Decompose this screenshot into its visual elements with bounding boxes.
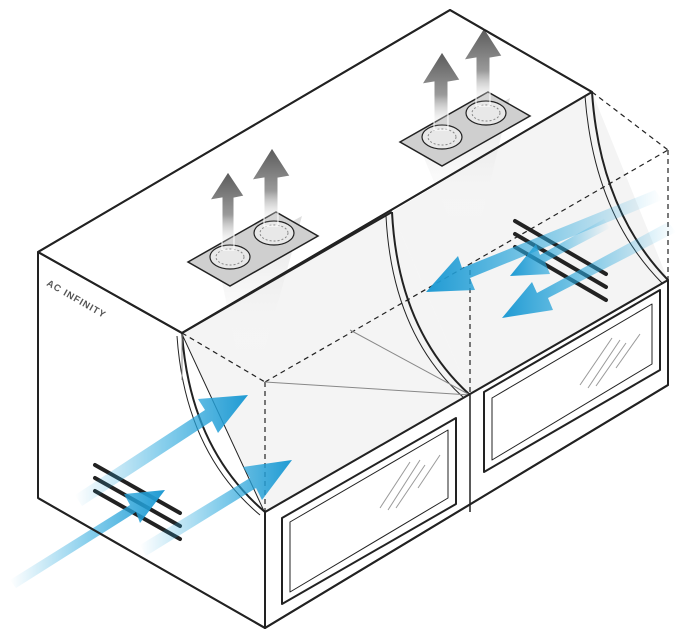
exhaust-arrow — [208, 171, 245, 251]
right-door-arc — [391, 211, 471, 396]
right-outer-arc-inner — [584, 95, 663, 284]
left-door-arc-inner — [176, 335, 261, 516]
left-door-arc — [181, 332, 266, 513]
intake-arrows-left — [10, 395, 292, 588]
intake-arrow — [75, 395, 248, 506]
right-door-arc-inner — [385, 215, 465, 399]
right-window-inner — [491, 303, 653, 461]
left-window-inner — [289, 429, 449, 593]
exhaust-arrow — [420, 51, 461, 131]
window-reflections — [379, 333, 641, 511]
left-window — [281, 417, 457, 605]
intake-arrow — [510, 219, 610, 276]
intake-arrow — [10, 490, 165, 588]
exhaust-arrows — [208, 27, 503, 251]
exhaust-arrow — [462, 27, 503, 107]
intake-arrow — [140, 460, 292, 556]
right-outer-arc — [591, 91, 669, 281]
tent-outline — [37, 9, 669, 629]
interior-lines — [181, 329, 471, 396]
intake-arrows-right — [426, 190, 676, 318]
right-window — [483, 289, 661, 473]
exhaust-arrow — [250, 147, 291, 227]
front-windows — [281, 289, 661, 605]
exhaust-fan-right — [398, 91, 532, 167]
intake-arrow — [502, 222, 676, 318]
intake-arrow — [426, 190, 662, 292]
door-arcs — [176, 91, 669, 516]
